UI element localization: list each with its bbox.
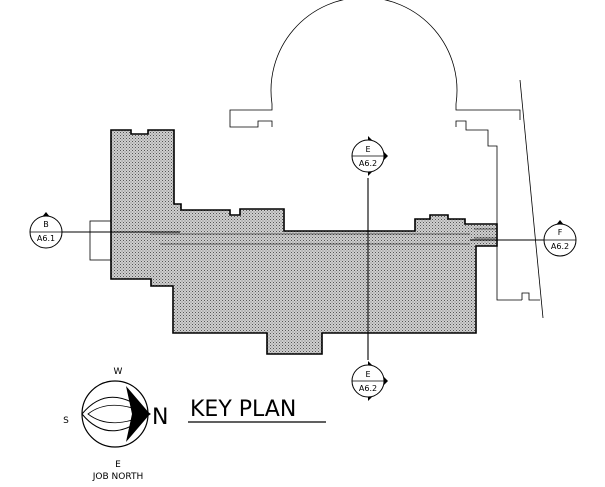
- section-tag-sheet: A6.2: [359, 159, 377, 168]
- compass-caption: JOB NORTH: [92, 472, 143, 482]
- section-tag-b[interactable]: B A6.1: [29, 212, 63, 249]
- compass-wedge-upper: [126, 386, 150, 414]
- section-tag-title: E: [365, 145, 370, 154]
- compass-needle-inner: [87, 404, 152, 424]
- site-boundary-line: [519, 79, 544, 319]
- compass-label-top: W: [114, 367, 123, 377]
- key-plan-title-block: KEY PLAN: [188, 397, 326, 423]
- north-arrow: W S E N JOB NORTH: [63, 367, 168, 482]
- section-cut-lines: [60, 178, 545, 360]
- section-tag-sheet: A6.1: [37, 234, 55, 243]
- section-tag-e-bottom[interactable]: E A6.2: [351, 361, 388, 401]
- compass-label-left: S: [63, 416, 69, 426]
- section-tag-title: E: [365, 370, 370, 379]
- section-tag-title: F: [558, 228, 563, 237]
- compass-north-letter: N: [152, 405, 168, 430]
- annex-outline: [89, 220, 113, 261]
- compass-wedge-lower: [126, 414, 150, 442]
- existing-round-building: [229, 0, 540, 301]
- new-building-footprint: [110, 129, 498, 355]
- section-tag-e-top[interactable]: E A6.2: [351, 136, 388, 176]
- compass-label-bottom: E: [115, 460, 121, 470]
- corridor-lines: [150, 228, 497, 245]
- section-tag-f[interactable]: F A6.2: [543, 220, 577, 257]
- section-tag-title: B: [43, 220, 49, 229]
- section-tag-sheet: A6.2: [359, 384, 377, 393]
- page-title: KEY PLAN: [190, 397, 296, 422]
- section-tag-sheet: A6.2: [551, 242, 569, 251]
